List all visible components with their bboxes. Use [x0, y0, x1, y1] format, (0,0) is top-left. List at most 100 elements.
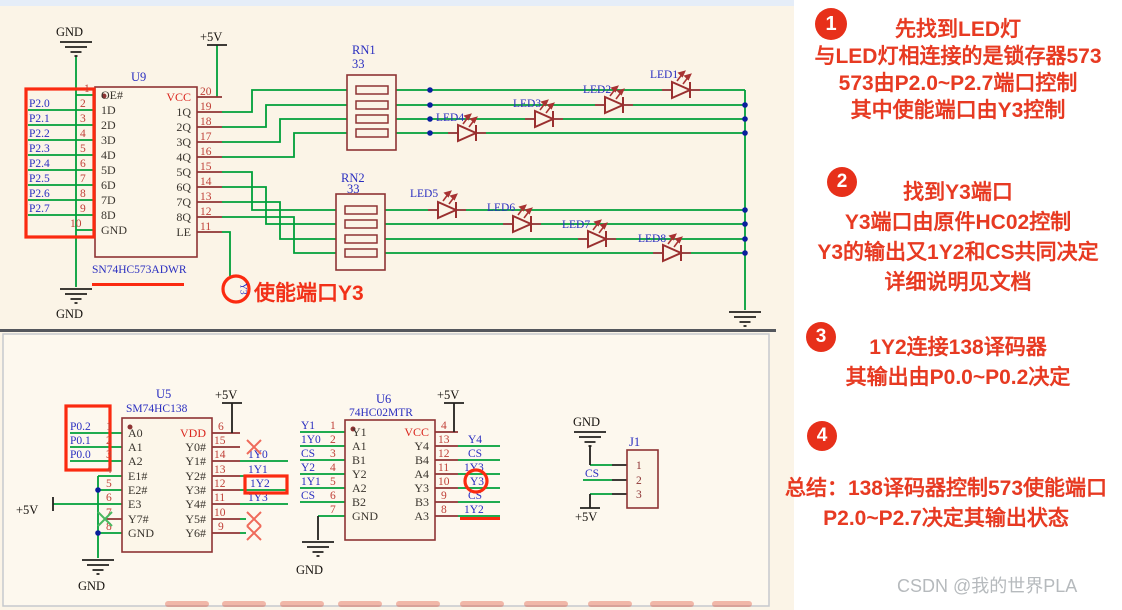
- u9-pin-numbers-left: 1 2 3 4 5 6 7 8 9 10: [70, 83, 90, 230]
- svg-text:1Y1: 1Y1: [301, 476, 321, 488]
- svg-text:E1#: E1#: [128, 469, 147, 483]
- rn2-value: 33: [347, 182, 360, 196]
- svg-text:OE#: OE#: [101, 88, 123, 102]
- svg-text:P2.3: P2.3: [29, 143, 50, 155]
- svg-text:6: 6: [106, 492, 112, 504]
- svg-text:Y2#: Y2#: [185, 469, 206, 483]
- rn1-value: 33: [352, 57, 365, 71]
- svg-text:1Q: 1Q: [176, 105, 191, 119]
- svg-text:5: 5: [80, 143, 86, 155]
- svg-text:2Q: 2Q: [176, 120, 191, 134]
- step-text-line: 详细说明见文档: [884, 271, 1032, 294]
- svg-text:4Q: 4Q: [176, 150, 191, 164]
- svg-text:P2.0: P2.0: [29, 98, 50, 110]
- svg-text:9: 9: [218, 521, 224, 533]
- svg-text:3Q: 3Q: [176, 135, 191, 149]
- svg-text:Y0#: Y0#: [185, 440, 206, 454]
- svg-text:A4: A4: [414, 467, 429, 481]
- svg-text:LE: LE: [176, 225, 191, 239]
- svg-text:Y1: Y1: [352, 425, 367, 439]
- svg-text:3: 3: [636, 489, 642, 501]
- svg-text:7: 7: [80, 173, 86, 185]
- svg-text:GND: GND: [128, 526, 154, 540]
- step-text-line: P2.0~P2.7决定其输出状态: [823, 507, 1069, 530]
- u5-pin-numbers-right: 6 15 14 13 12 11 10 9: [214, 421, 226, 533]
- svg-text:3: 3: [80, 113, 86, 125]
- svg-text:B3: B3: [415, 495, 429, 509]
- u9-ref: U9: [131, 70, 146, 84]
- step-4-text: 总结：138译码器控制573使能端口 P2.0~P2.7决定其输出状态: [770, 474, 1122, 534]
- step-1-badge: 1: [815, 8, 847, 40]
- plus5v-label: +5V: [215, 388, 237, 402]
- svg-text:1Y0: 1Y0: [248, 449, 268, 461]
- u6-chip-body: [344, 419, 436, 541]
- svg-text:P2.2: P2.2: [29, 128, 50, 140]
- u6-part: 74HC02MTR: [349, 407, 413, 419]
- svg-text:2: 2: [80, 98, 86, 110]
- u5-ref: U5: [156, 387, 171, 401]
- svg-text:4D: 4D: [101, 148, 116, 162]
- cs-net-label: CS: [585, 468, 599, 480]
- u5-net-labels-left: P0.2 P0.1 P0.0: [70, 421, 91, 461]
- svg-text:LED7: LED7: [562, 219, 590, 231]
- svg-text:3: 3: [330, 448, 336, 460]
- svg-text:7: 7: [106, 507, 112, 519]
- u9-pin-numbers-right: 20 19 18 17 16 15 14 13 12 11: [200, 86, 212, 233]
- svg-text:1Y2: 1Y2: [250, 478, 270, 490]
- svg-text:VCC: VCC: [166, 90, 191, 104]
- svg-text:13: 13: [214, 464, 226, 476]
- bottom-wires-black: [52, 402, 627, 540]
- gnd-label: GND: [56, 307, 83, 321]
- svg-text:Y1#: Y1#: [185, 454, 206, 468]
- svg-text:9: 9: [80, 203, 86, 215]
- svg-text:3D: 3D: [101, 133, 116, 147]
- step-text-line: 总结：138译码器控制573使能端口: [784, 477, 1108, 500]
- svg-text:P0.2: P0.2: [70, 421, 91, 433]
- svg-text:Y4#: Y4#: [185, 497, 206, 511]
- svg-text:6: 6: [330, 490, 336, 502]
- svg-text:E2#: E2#: [128, 483, 147, 497]
- u6-ref: U6: [376, 392, 391, 406]
- svg-text:LED5: LED5: [410, 188, 438, 200]
- svg-text:Y3#: Y3#: [185, 483, 206, 497]
- svg-text:8: 8: [441, 504, 447, 516]
- svg-text:A2: A2: [352, 481, 367, 495]
- svg-text:P2.7: P2.7: [29, 203, 50, 215]
- svg-text:4: 4: [80, 128, 86, 140]
- svg-text:9: 9: [441, 490, 447, 502]
- u6-pin-names-left: Y1 A1 B1 Y2 A2 B2 GND: [352, 425, 378, 523]
- svg-text:2D: 2D: [101, 118, 116, 132]
- p0-ports-highlight-box: [64, 404, 112, 472]
- svg-text:B1: B1: [352, 453, 366, 467]
- svg-text:6D: 6D: [101, 178, 116, 192]
- svg-text:1: 1: [84, 83, 90, 95]
- svg-text:12: 12: [200, 206, 212, 218]
- u9-pin-names-left: OE# 1D 2D 3D 4D 5D 6D 7D 8D GND: [101, 88, 127, 237]
- gnd-symbol: [728, 311, 762, 327]
- svg-text:13: 13: [200, 191, 212, 203]
- svg-text:11: 11: [200, 221, 211, 233]
- svg-text:Y3: Y3: [470, 476, 484, 488]
- svg-text:5D: 5D: [101, 163, 116, 177]
- annotation-panel: [794, 0, 1122, 610]
- u5-net-labels-right: 1Y0 1Y1 1Y2 1Y3: [248, 449, 270, 504]
- gnd-symbol: [59, 288, 93, 304]
- svg-text:14: 14: [214, 449, 226, 461]
- step-text-line: 与LED灯相连接的是锁存器573: [814, 45, 1102, 68]
- step-text-line: 其中使能端口由Y3控制: [850, 99, 1066, 122]
- svg-text:10: 10: [214, 507, 226, 519]
- svg-text:11: 11: [438, 462, 449, 474]
- svg-text:LED6: LED6: [487, 202, 515, 214]
- svg-text:Y6#: Y6#: [185, 526, 206, 540]
- svg-text:11: 11: [214, 492, 225, 504]
- u5-chip-body: [121, 417, 213, 553]
- step-4-badge: 4: [807, 421, 837, 451]
- u5-pin1-dot: [127, 424, 133, 430]
- svg-text:A0: A0: [128, 426, 143, 440]
- svg-text:P0.0: P0.0: [70, 449, 91, 461]
- p2-ports-highlight-box: [24, 87, 96, 239]
- svg-text:1: 1: [106, 421, 112, 433]
- svg-text:16: 16: [200, 146, 212, 158]
- y3-highlight-circle: [221, 274, 251, 304]
- step-text-line: 其输出由P0.0~P0.2决定: [845, 366, 1071, 389]
